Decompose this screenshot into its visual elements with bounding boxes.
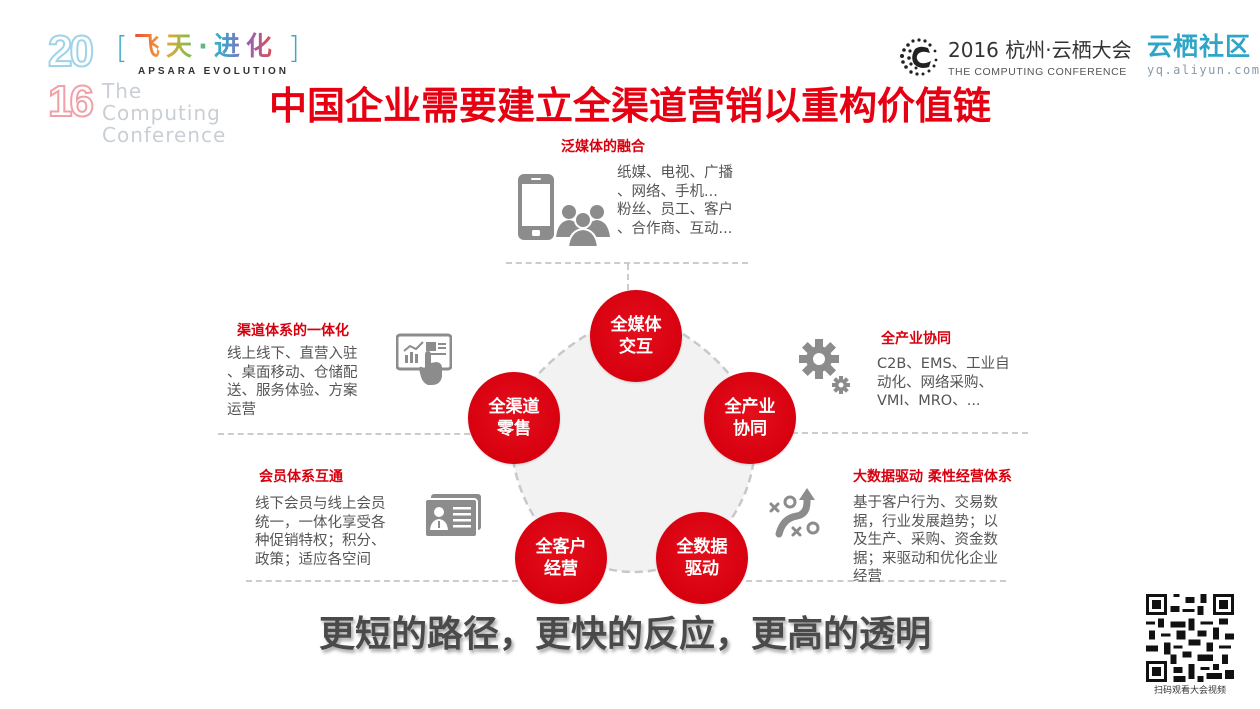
conference-dots-logo-icon (900, 38, 938, 76)
body-line: 粉丝、员工、客户 (617, 202, 733, 218)
gears-icon (799, 339, 850, 394)
node-label: 全渠道 (488, 397, 540, 417)
community-url[interactable]: yq.aliyun.com (1147, 63, 1260, 77)
body-line: 纸媒、电视、广播 (617, 165, 733, 181)
body-line: 送、服务体验、方案 (227, 383, 358, 399)
event-cn-name: 飞天·进化 (134, 32, 278, 62)
conference-logo: 2016 杭州·云栖大会 THE COMPUTING CONFERENCE (898, 36, 1138, 82)
node-label: 全产业 (724, 397, 776, 417)
event-sub-line: Conference (102, 123, 227, 147)
body-line: 运营 (227, 401, 256, 418)
body-line: 基于客户行为、交易数 (853, 495, 998, 511)
divider-left-middle (218, 433, 470, 435)
people-group-icon (556, 205, 610, 247)
body-line: 、合作商、互动... (617, 220, 733, 237)
section-industry-body: C2B、EMS、工业自 动化、网络采购、 VMI、MRO、... (877, 355, 1010, 411)
section-media-body: 纸媒、电视、广播 、网络、手机... 粉丝、员工、客户 、合作商、互动... (617, 164, 733, 238)
conference-title: 2016 杭州·云栖大会 (948, 38, 1132, 62)
conference-subtitle: THE COMPUTING CONFERENCE (948, 66, 1127, 78)
section-industry-title: 全产业协同 (881, 331, 951, 347)
node-label: 全数据 (676, 537, 728, 557)
section-channel-title: 渠道体系的一体化 (237, 323, 349, 339)
smartphone-icon (518, 174, 554, 240)
body-line: VMI、MRO、... (877, 393, 981, 409)
body-line: 动化、网络采购、 (877, 374, 993, 391)
event-en-name: APSARA EVOLUTION (138, 66, 289, 77)
bracket-left: [ (116, 31, 128, 66)
section-member-body: 线下会员与线上会员 统一，一体化享受各 种促销特权；积分、 政策；适应各空间 (255, 495, 386, 569)
node-all-data-driven: 全数据 驱动 (656, 512, 748, 604)
event-logo: The Computing Conference 20 16 [ 飞天·进化 A… (47, 27, 308, 147)
section-bigdata-title: 大数据驱动 柔性经营体系 (853, 469, 1012, 485)
body-line: C2B、EMS、工业自 (877, 356, 1010, 372)
node-label: 协同 (733, 419, 767, 439)
bracket-right: ] (288, 31, 300, 66)
node-label: 经营 (544, 559, 578, 579)
node-label: 全客户 (535, 537, 587, 557)
slogan: 更短的路径，更快的反应，更高的透明 (318, 614, 931, 655)
node-label: 零售 (497, 419, 531, 439)
body-line: 经营 (853, 569, 882, 585)
body-line: 线上线下、直营入驻 (227, 346, 358, 362)
node-all-channel-retail: 全渠道 零售 (468, 372, 560, 464)
page-title: 中国企业需要建立全渠道营销以重构价值链 (268, 84, 991, 128)
body-line: 统一，一体化享受各 (255, 514, 386, 531)
event-sub-line: The (102, 79, 143, 103)
strategy-path-icon (769, 488, 820, 538)
member-card-icon (424, 494, 481, 538)
event-year-top: 20 (47, 27, 95, 76)
body-line: 据；来驱动和优化企业 (853, 550, 998, 567)
community-name: 云栖社区 (1147, 32, 1252, 61)
divider-left-bottom (246, 580, 518, 582)
qr-code-icon[interactable] (1146, 594, 1234, 682)
node-all-industry-collaboration: 全产业 协同 (704, 372, 796, 464)
event-year-bottom: 16 (47, 77, 95, 126)
body-line: 及生产、采购、资金数 (853, 532, 998, 548)
body-line: 政策；适应各空间 (255, 551, 371, 568)
node-label: 驱动 (685, 559, 719, 579)
body-line: 、桌面移动、仓储配 (227, 364, 358, 381)
node-all-media-interaction: 全媒体 交互 (590, 290, 682, 382)
divider-top (506, 262, 748, 264)
qr-caption: 扫码观看大会视频 (1153, 686, 1226, 696)
node-label: 全媒体 (610, 315, 662, 335)
section-member-title: 会员体系互通 (259, 469, 343, 485)
divider-right-middle (792, 432, 1028, 434)
body-line: 据，行业发展趋势；以 (853, 513, 998, 530)
divider-right-bottom (746, 580, 1006, 582)
body-line: 、网络、手机... (617, 183, 718, 200)
tablet-touch-icon (396, 333, 452, 385)
divider-top-stem (627, 264, 629, 290)
node-label: 交互 (619, 337, 653, 357)
node-all-customer-operation: 全客户 经营 (515, 512, 607, 604)
event-logo-subtitle: The Computing Conference (102, 80, 226, 146)
body-line: 种促销特权；积分、 (255, 533, 386, 549)
section-channel-body: 线上线下、直营入驻 、桌面移动、仓储配 送、服务体验、方案 运营 (227, 345, 358, 419)
section-bigdata-body: 基于客户行为、交易数 据，行业发展趋势；以 及生产、采购、资金数 据；来驱动和优… (853, 494, 998, 587)
event-sub-line: Computing (102, 101, 221, 125)
body-line: 线下会员与线上会员 (255, 496, 386, 512)
section-media-title: 泛媒体的融合 (561, 139, 645, 155)
